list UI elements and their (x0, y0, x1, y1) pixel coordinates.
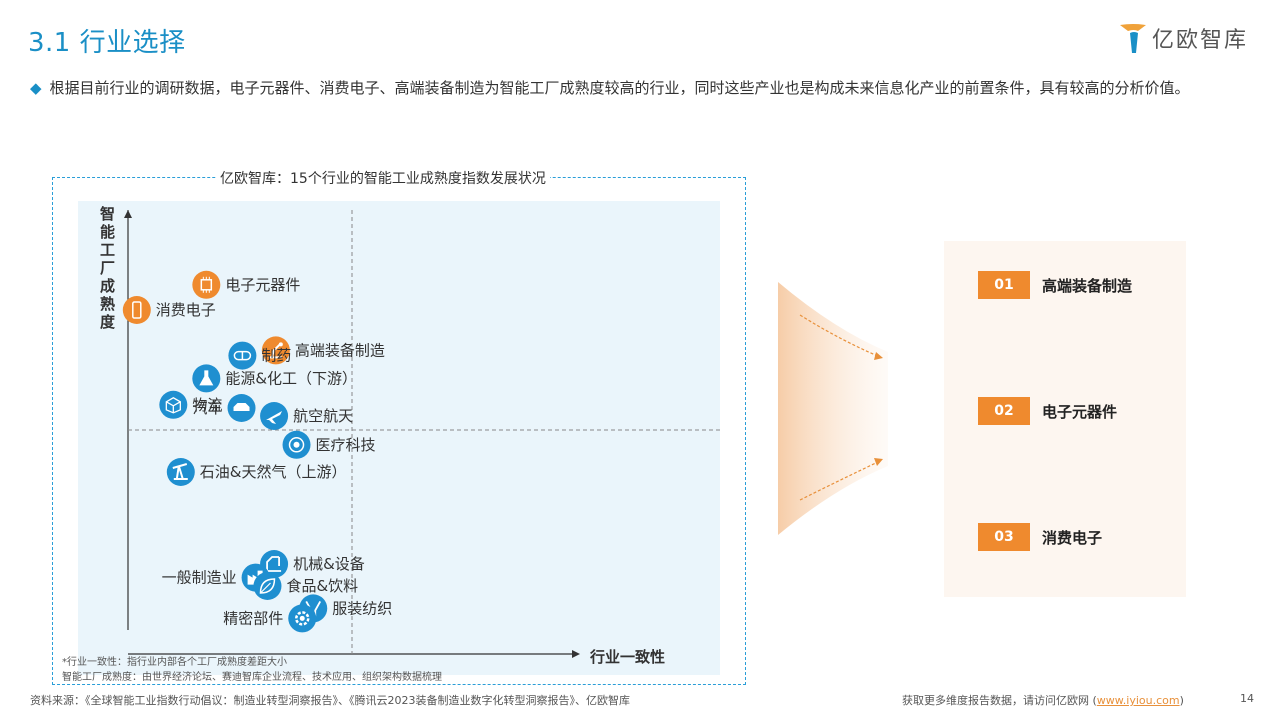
data-point: 消费电子 (122, 296, 216, 324)
data-point-marker (192, 270, 221, 299)
diamond-bullet-icon: ◆ (30, 79, 42, 97)
data-point: 一般制造业 (162, 563, 270, 592)
y-axis-arrow-icon (124, 210, 132, 218)
data-point: 医疗科技 (282, 430, 376, 459)
y-axis-label: 智能工厂成熟度 (100, 205, 116, 331)
data-point-label: 一般制造业 (162, 569, 237, 587)
funnel-arrow-top (799, 314, 881, 358)
footer-more: 获取更多维度报告数据，请访问亿欧网 (www.iyiou.com) (902, 692, 1184, 708)
arrow-head-icon (874, 458, 883, 466)
chart-axes (124, 210, 720, 658)
flask-icon (199, 370, 214, 386)
data-point: 物流 (159, 390, 222, 419)
footer-more-suffix: ) (1179, 694, 1184, 707)
data-point-label: 医疗科技 (316, 436, 376, 454)
chart-notes: *行业一致性：指行业内部各个工厂成熟度差距大小 智能工厂成熟度：由世界经济论坛、… (62, 655, 442, 685)
rank-label: 消费电子 (1042, 528, 1103, 547)
data-point-label: 消费电子 (156, 301, 216, 319)
data-point-marker (159, 390, 188, 419)
data-point-label: 精密部件 (223, 609, 283, 627)
data-point-marker (122, 296, 151, 324)
phone-icon (132, 301, 142, 319)
source-citation: 资料来源：《全球智能工业指数行动倡议：制造业转型洞察报告》、《腾讯云2023装备… (30, 694, 630, 707)
rank-item-3: 03 消费电子 (978, 523, 1102, 551)
data-point: 食品&饮料 (253, 572, 358, 600)
data-point: 石油&天然气（上游） (166, 458, 347, 486)
data-point: 汽车 (193, 394, 256, 422)
plane-icon (266, 411, 283, 424)
arrow-head-icon (874, 352, 883, 360)
page-number: 14 (1240, 692, 1254, 705)
note-maturity: 智能工厂成熟度：由世界经济论坛、赛迪智库企业流程、技术应用、组织架构数据梳理 (62, 672, 442, 683)
data-point-label: 电子元器件 (225, 276, 300, 294)
data-point: 机械&设备 (260, 550, 365, 578)
plot-area (78, 201, 720, 675)
rank-item-1: 01 高端装备制造 (978, 271, 1132, 299)
x-axis-arrow-icon (572, 650, 580, 658)
leaf-icon (259, 578, 276, 594)
data-point-label: 高端装备制造 (295, 341, 385, 359)
note-consistency: *行业一致性：指行业内部各个工厂成熟度差距大小 (62, 657, 287, 668)
logo-text: 亿欧智库 (1152, 28, 1249, 53)
data-point-label: 能源&化工（下游） (225, 369, 357, 387)
data-point-label: 制药 (261, 347, 291, 365)
data-point: 制药 (228, 341, 291, 370)
funnel-shape (778, 282, 888, 535)
chip-icon (200, 276, 213, 293)
funnel-graphic (778, 282, 888, 535)
mri-icon (288, 437, 305, 453)
footer-more-prefix: 获取更多维度报告数据，请访问亿欧网 ( (902, 694, 1097, 707)
rank-number: 02 (978, 397, 1030, 425)
page-title: 3.1 行业选择 (28, 28, 186, 58)
data-point-label: 机械&设备 (293, 555, 365, 573)
rank-number: 03 (978, 523, 1030, 551)
robot-arm-icon (268, 342, 283, 359)
logo-mark-icon (1120, 24, 1146, 53)
oil-pump-icon (172, 463, 188, 480)
data-point-label: 航空航天 (293, 407, 353, 425)
rank-item-2: 02 电子元器件 (978, 397, 1117, 425)
rank-label: 高端装备制造 (1042, 276, 1133, 295)
data-point-label: 服装纺织 (332, 599, 392, 617)
funnel-arrow-bottom (799, 460, 881, 501)
rank-number: 01 (978, 271, 1030, 299)
intro-bullet: ◆ 根据目前行业的调研数据，电子元器件、消费电子、高端装备制造为智能工厂成熟度较… (30, 78, 1260, 99)
box-icon (165, 397, 181, 414)
intro-text: 根据目前行业的调研数据，电子元器件、消费电子、高端装备制造为智能工厂成熟度较高的… (49, 79, 1190, 97)
machinery-icon (266, 556, 282, 572)
data-point-label: 食品&饮料 (286, 577, 358, 595)
logo: 亿欧智库 (1118, 18, 1248, 58)
website-link[interactable]: www.iyiou.com (1096, 694, 1180, 707)
data-point: 电子元器件 (192, 270, 300, 299)
pill-icon (233, 350, 252, 361)
data-point: 精密部件 (223, 604, 317, 633)
data-point-label: 汽车 (193, 399, 223, 417)
data-point-label: 物流 (192, 396, 222, 414)
gear-icon (294, 611, 310, 626)
data-point: 高端装备制造 (261, 336, 385, 365)
chart-title: 亿欧智库：15个行业的智能工业成熟度指数发展状况 (216, 168, 550, 188)
x-axis-label: 行业一致性 (590, 648, 666, 666)
data-point: 航空航天 (260, 402, 353, 430)
data-point-label: 石油&天然气（上游） (200, 463, 347, 481)
car-icon (233, 403, 250, 411)
data-point: 能源&化工（下游） (192, 364, 357, 393)
rank-label: 电子元器件 (1042, 402, 1118, 421)
